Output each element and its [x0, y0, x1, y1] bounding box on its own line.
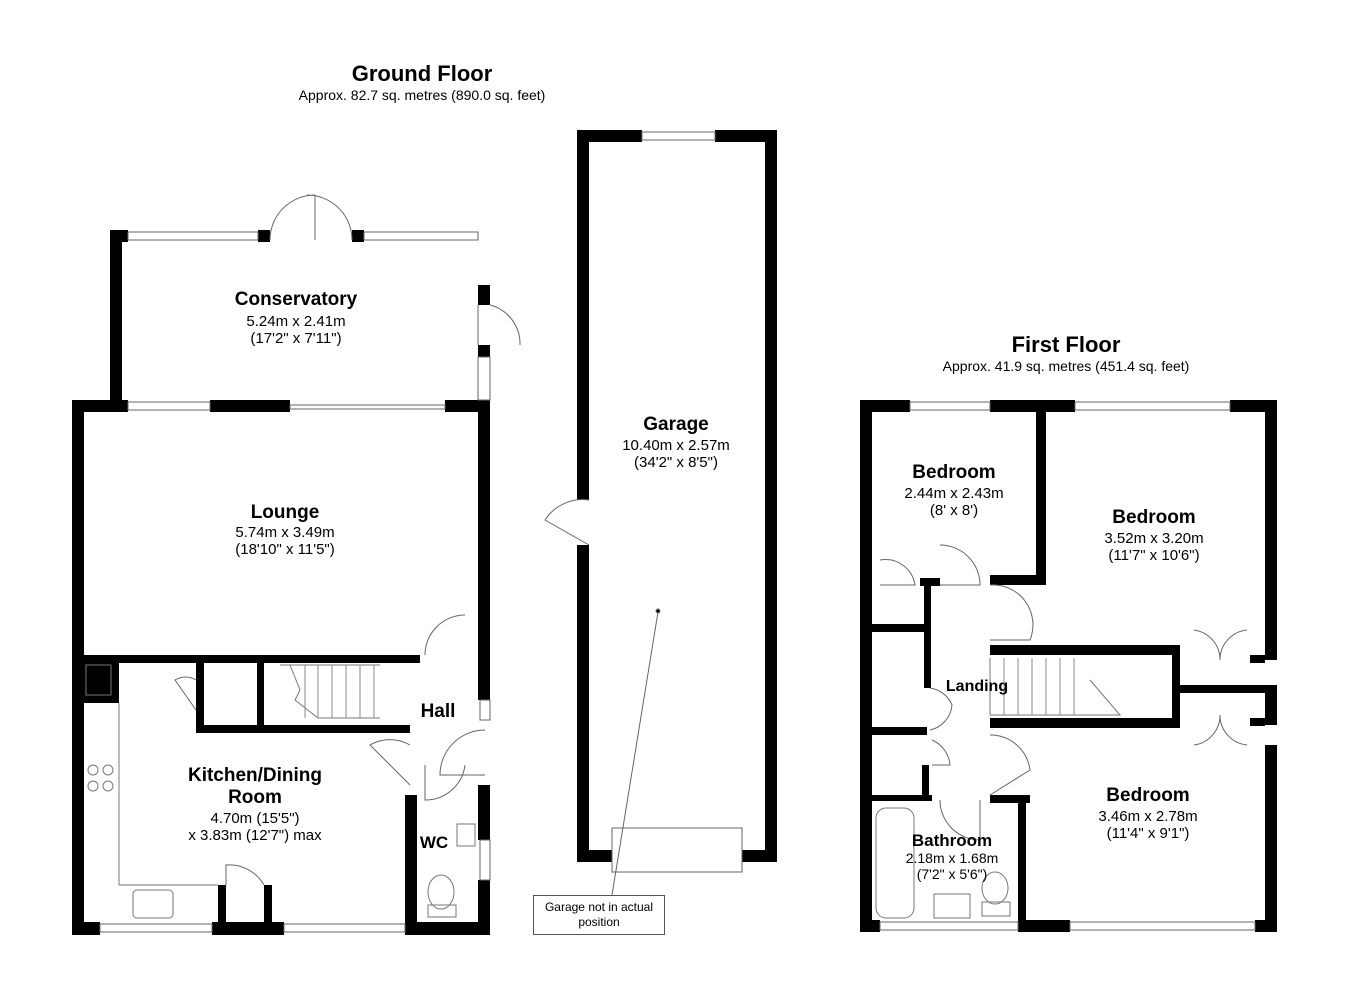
room-dims: 2.18m x 1.68m [905, 850, 999, 866]
room-name-bathroom: Bathroom [911, 831, 993, 850]
first-floor-title: First Floor [1011, 332, 1121, 357]
note-line: Garage not in actual [544, 900, 654, 914]
room-dims: (34'2" x 8'5") [634, 454, 718, 471]
room-dims: 5.74m x 3.49m [235, 524, 335, 541]
room-dims: (17'2" x 7'11") [250, 330, 342, 347]
room-dims: 5.24m x 2.41m [246, 313, 346, 330]
room-name-lounge: Lounge [250, 502, 320, 523]
ground-floor-area: Approx. 82.7 sq. metres (890.0 sq. feet) [298, 87, 546, 103]
room-dims: 3.52m x 3.20m [1104, 530, 1204, 547]
room-name-garage: Garage [643, 414, 709, 435]
room-dims: 2.44m x 2.43m [904, 485, 1004, 502]
room-name-conservatory: Conservatory [234, 289, 358, 310]
room-name-bedroom-1: Bedroom [912, 462, 996, 483]
room-dims: (8' x 8') [929, 502, 979, 519]
room-dims: 4.70m (15'5") [210, 810, 300, 827]
stairs [280, 658, 1122, 719]
room-dims: (11'4" x 9'1") [1106, 825, 1190, 842]
stair-treads [304, 658, 1075, 718]
room-name-bedroom-3: Bedroom [1106, 785, 1190, 806]
garage-note: Garage not in actual position [533, 895, 665, 935]
room-dims: 3.46m x 2.78m [1098, 808, 1198, 825]
room-dims: (18'10" x 11'5") [235, 541, 335, 558]
room-name-kitchen-2: Room [228, 787, 282, 808]
room-name-hall: Hall [420, 701, 456, 722]
room-dims: x 3.83m (12'7") max [188, 827, 322, 844]
ground-floor-title: Ground Floor [351, 61, 493, 86]
windows-and-doors [99, 131, 1256, 933]
room-name-landing: Landing [945, 678, 1009, 695]
room-dims: 10.40m x 2.57m [622, 437, 730, 454]
first-floor-area: Approx. 41.9 sq. metres (451.4 sq. feet) [942, 358, 1190, 374]
room-dims: (7'2" x 5'6") [916, 866, 988, 882]
room-name-bedroom-2: Bedroom [1112, 507, 1196, 528]
room-name-kitchen: Kitchen/Dining [187, 765, 323, 786]
room-name-wc: WC [419, 833, 449, 852]
walls [72, 130, 1277, 935]
room-dims: (11'7" x 10'6") [1108, 547, 1200, 564]
note-line: position [578, 915, 620, 929]
fixtures [85, 608, 1011, 919]
